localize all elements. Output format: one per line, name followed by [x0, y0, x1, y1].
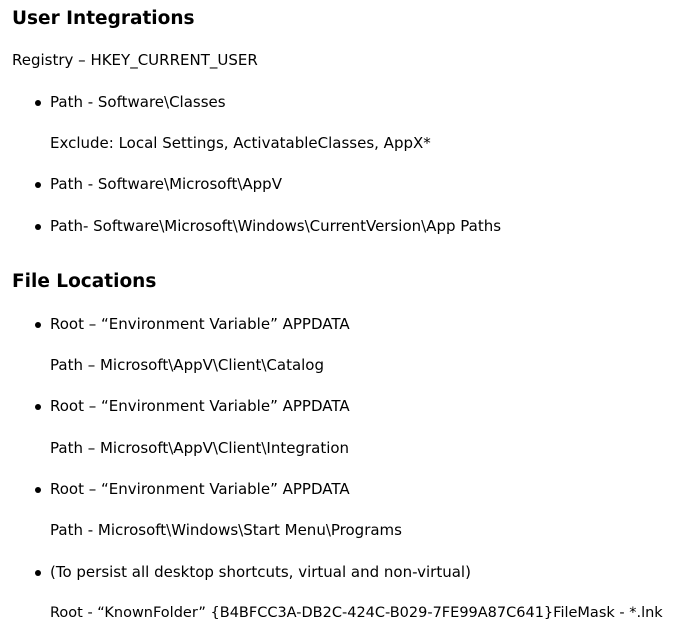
list-item-root-knownfolder: Root - “KnownFolder” {B4BFCC3A-DB2C-424C…	[50, 605, 663, 621]
list-item-path-classes: Path - Software\Classes	[50, 93, 226, 111]
bullet-icon	[35, 182, 41, 188]
list-item-path-appv: Path - Software\Microsoft\AppV	[50, 175, 282, 193]
list-item-path-app-paths: Path- Software\Microsoft\Windows\Current…	[50, 217, 502, 235]
list-item-root-appdata-1: Root – “Environment Variable” APPDATA	[50, 315, 350, 333]
registry-line: Registry – HKEY_CURRENT_USER	[12, 51, 258, 69]
bullet-icon	[35, 224, 41, 230]
bullet-icon	[35, 322, 41, 328]
list-item-exclude: Exclude: Local Settings, ActivatableClas…	[50, 134, 431, 152]
list-item-persist-note: (To persist all desktop shortcuts, virtu…	[50, 563, 471, 581]
bullet-icon	[35, 404, 41, 410]
bullet-icon	[35, 570, 41, 576]
list-item-path-start-menu: Path - Microsoft\Windows\Start Menu\Prog…	[50, 521, 402, 539]
heading-file-locations: File Locations	[12, 271, 157, 292]
list-item-root-appdata-2: Root – “Environment Variable” APPDATA	[50, 397, 350, 415]
list-item-path-catalog: Path – Microsoft\AppV\Client\Catalog	[50, 356, 325, 374]
bullet-icon	[35, 487, 41, 493]
heading-user-integrations: User Integrations	[12, 8, 195, 29]
bullet-icon	[35, 100, 41, 106]
list-item-root-appdata-3: Root – “Environment Variable” APPDATA	[50, 480, 350, 498]
list-item-path-integration: Path – Microsoft\AppV\Client\Integration	[50, 439, 350, 457]
